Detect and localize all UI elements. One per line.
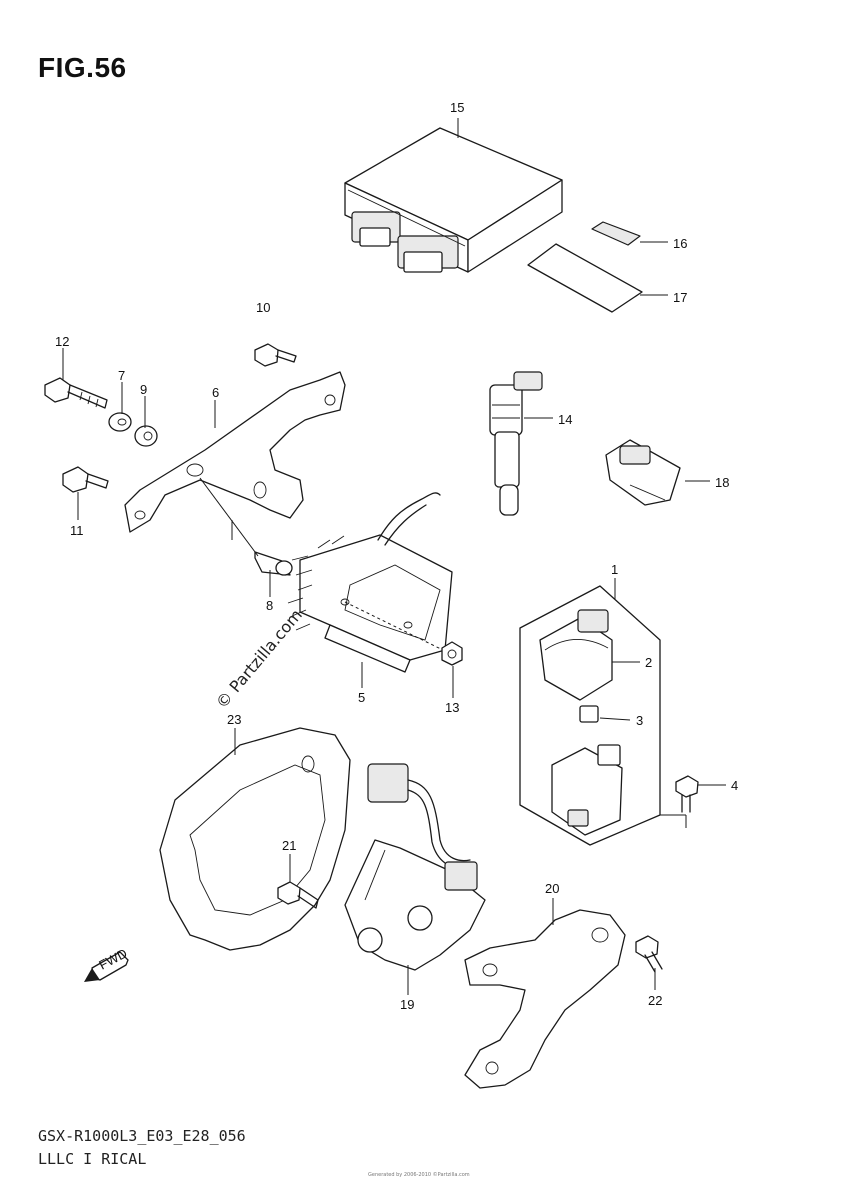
ecm-pad-small: [591, 221, 641, 246]
callout-1: 1: [611, 562, 618, 577]
callout-4: 4: [731, 778, 738, 793]
callout-23: 23: [227, 712, 241, 727]
callout-9: 9: [140, 382, 147, 397]
ignition-coil-14: [489, 371, 543, 516]
callout-2: 2: [645, 655, 652, 670]
sensor-bracket-19: [344, 763, 486, 971]
callout-12: 12: [55, 334, 69, 349]
bolt-21: [277, 881, 319, 909]
callout-17: 17: [673, 290, 687, 305]
regulator-5: [287, 492, 453, 673]
footer-section-name: LLLC I RICAL: [38, 1150, 147, 1168]
callout-14: 14: [558, 412, 572, 427]
connector-18: [605, 439, 681, 506]
bolt-top: [254, 343, 297, 367]
bolt-11: [62, 466, 109, 493]
callout-13: 13: [445, 700, 459, 715]
bolt-22: [635, 935, 663, 973]
bracket-6: [124, 371, 346, 533]
forward-arrow-icon: FWD: [84, 946, 130, 982]
spacer-8: [254, 551, 293, 576]
callout-11: 11: [70, 523, 84, 538]
callout-8: 8: [266, 598, 273, 613]
callout-18: 18: [715, 475, 729, 490]
collar-9: [134, 425, 158, 447]
callout-22: 22: [648, 993, 662, 1008]
bolt-4: [675, 775, 699, 813]
callout-19: 19: [400, 997, 414, 1012]
ecm-unit: [344, 127, 563, 273]
callout-20: 20: [545, 881, 559, 896]
footer-model-code: GSX-R1000L3_E03_E28_056: [38, 1127, 246, 1145]
washer-7: [108, 412, 132, 432]
relay-assembly-1: [519, 585, 661, 846]
footer-fine-print: Generated by 2006-2010 ©Partzilla.com: [368, 1172, 470, 1178]
callout-15: 15: [450, 100, 464, 115]
bolt-12: [44, 377, 108, 409]
bracket-20: [464, 909, 626, 1089]
cover-23: [159, 727, 351, 951]
callout-21: 21: [282, 838, 296, 853]
leader-lines: [62, 118, 726, 995]
ecm-pad-large: [527, 243, 643, 313]
callout-10: 10: [256, 300, 270, 315]
callout-5: 5: [358, 690, 365, 705]
nut-13: [441, 641, 463, 666]
callout-labels: 15 16 17 10 12 7 9 6 14 18 11 1 8 2 5 13…: [55, 100, 738, 1012]
callout-6: 6: [212, 385, 219, 400]
figure-title: FIG.56: [38, 52, 127, 83]
callout-16: 16: [673, 236, 687, 251]
callout-7: 7: [118, 368, 125, 383]
callout-3: 3: [636, 713, 643, 728]
